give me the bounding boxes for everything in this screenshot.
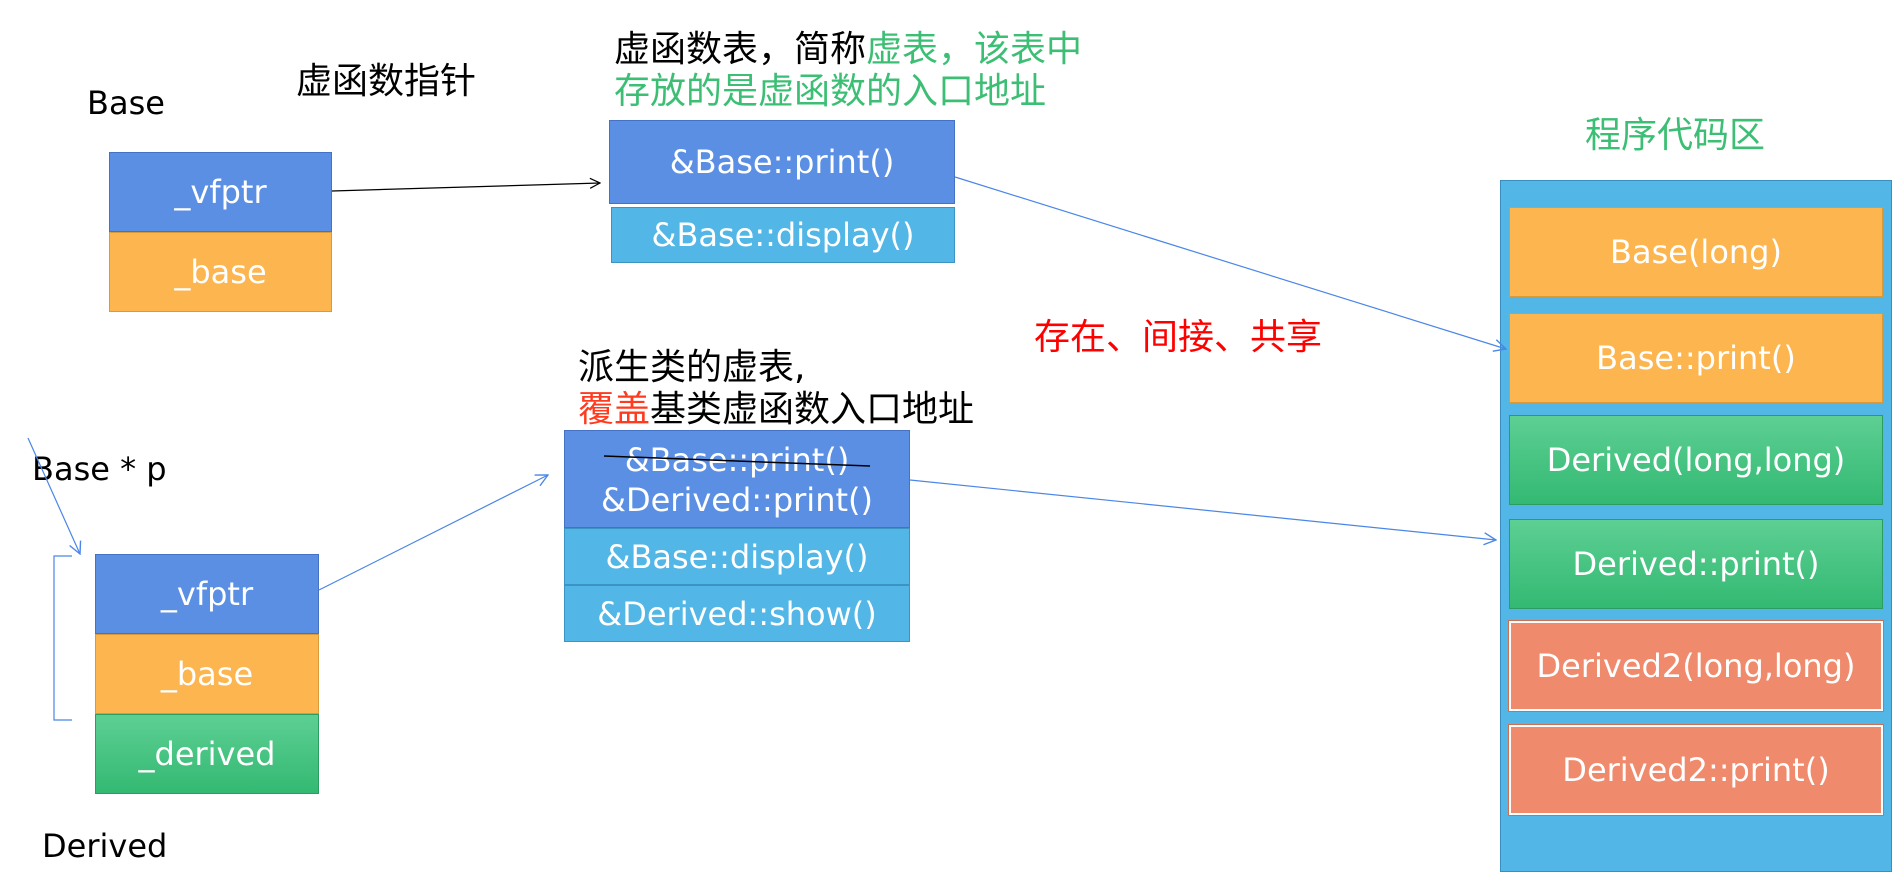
derived-base-cell: _base bbox=[95, 634, 319, 714]
base-pointer-label: Base * p bbox=[32, 450, 167, 488]
code-entry-base-ctor: Base(long) bbox=[1509, 207, 1883, 297]
base-member-cell: _base bbox=[109, 232, 332, 312]
vtable-note-green: 虚表，该表中 bbox=[866, 29, 1083, 70]
base-print-to-code-arrow bbox=[954, 176, 1506, 349]
derived-class-label: Derived bbox=[42, 827, 168, 865]
base-vtable-print: &Base::print() bbox=[609, 120, 955, 204]
vtable-note-line2: 存放的是虚函数的入口地址 bbox=[614, 71, 1047, 112]
object-bracket bbox=[53, 555, 72, 721]
vtable-note-black: 虚函数表，简称 bbox=[614, 29, 867, 70]
strike-line bbox=[603, 455, 871, 467]
base-class-label: Base bbox=[87, 84, 165, 122]
vfptr-caption: 虚函数指针 bbox=[296, 61, 477, 102]
derived-print-override: &Derived::print() bbox=[601, 481, 873, 519]
derived-vfptr-cell: _vfptr bbox=[95, 554, 319, 634]
code-entry-base-print: Base::print() bbox=[1509, 313, 1883, 403]
derived-member-cell: _derived bbox=[95, 714, 319, 794]
base-vfptr-cell: _vfptr bbox=[109, 152, 332, 232]
pointer-arrow bbox=[27, 437, 80, 554]
base-vtable-display: &Base::display() bbox=[611, 207, 955, 263]
code-entry-derived-print: Derived::print() bbox=[1509, 519, 1883, 609]
derived-note-black: 基类虚函数入口地址 bbox=[650, 389, 975, 430]
code-entry-derived2-print: Derived2::print() bbox=[1508, 724, 1884, 816]
code-area-title: 程序代码区 bbox=[1585, 115, 1766, 156]
code-area-panel: Base(long) Base::print() Derived(long,lo… bbox=[1500, 180, 1892, 872]
base-vfptr-arrow bbox=[331, 183, 600, 192]
derived-vfptr-arrow bbox=[318, 475, 548, 591]
derived-vtable-show: &Derived::show() bbox=[564, 585, 910, 642]
exist-note: 存在、间接、共享 bbox=[1034, 317, 1323, 358]
vtable-note-line1: 虚函数表，简称虚表，该表中 bbox=[614, 20, 1082, 72]
derived-note-line2: 覆盖基类虚函数入口地址 bbox=[578, 380, 974, 432]
derived-print-to-code-arrow bbox=[909, 479, 1496, 540]
code-entry-derived2-ctor: Derived2(long,long) bbox=[1508, 620, 1884, 712]
derived-vtable-display: &Base::display() bbox=[564, 528, 910, 585]
code-entry-derived-ctor: Derived(long,long) bbox=[1509, 415, 1883, 505]
struck-base-print: &Base::print() bbox=[624, 441, 850, 479]
derived-note-line1: 派生类的虚表, bbox=[578, 347, 806, 388]
derived-vtable-print-cell: &Base::print() &Derived::print() bbox=[564, 430, 910, 528]
derived-note-red: 覆盖 bbox=[578, 389, 651, 430]
